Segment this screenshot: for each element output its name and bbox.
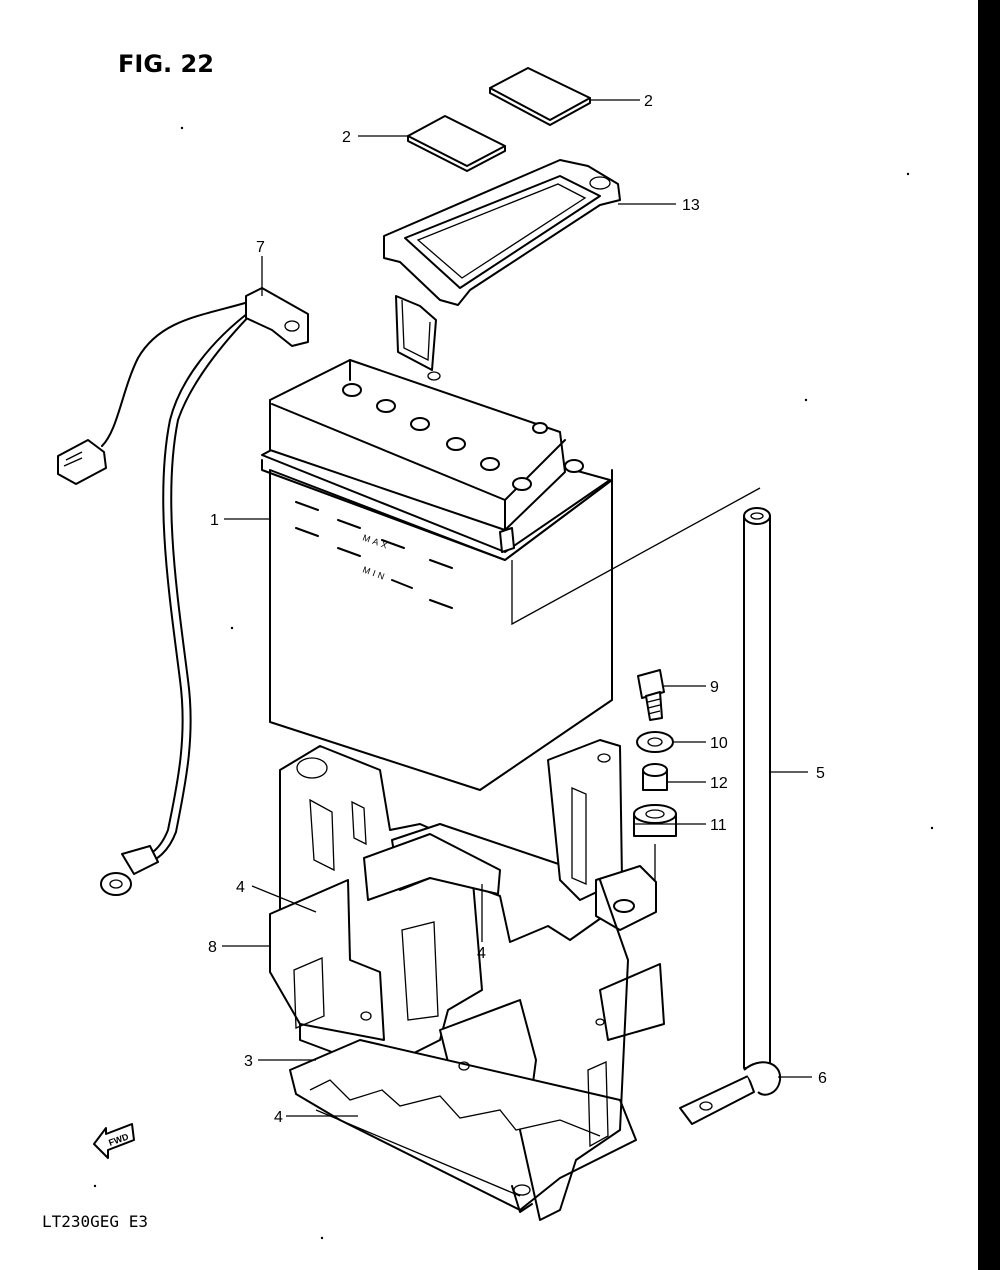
figure-title: FIG. 22 <box>118 50 214 78</box>
callout-6: 6 <box>818 1070 827 1087</box>
collar-part-12 <box>642 763 668 791</box>
battery-cable-part-7 <box>57 287 309 896</box>
battery-holder-part-8 <box>269 879 665 1221</box>
callout-1: 1 <box>210 512 219 529</box>
pad-part-2-lower <box>407 115 506 172</box>
callout-2-upper: 2 <box>644 93 653 110</box>
bolt-part-9 <box>637 669 665 721</box>
grommet-part-11 <box>633 804 677 880</box>
callout-4-bottom: 4 <box>274 1109 283 1126</box>
callout-5: 5 <box>816 765 825 782</box>
callout-9: 9 <box>710 679 719 696</box>
callout-13: 13 <box>682 197 700 214</box>
callout-11: 11 <box>710 817 727 834</box>
callout-8: 8 <box>208 939 217 956</box>
pad-part-2-upper <box>489 67 591 126</box>
battery-part-1: MAX MIN <box>261 359 761 791</box>
callout-4-left: 4 <box>236 879 245 896</box>
page-edge-bar <box>978 0 1000 1270</box>
callout-10: 10 <box>710 735 728 752</box>
model-code: LT230GEG E3 <box>42 1212 148 1231</box>
leader-lines <box>222 99 812 1117</box>
callout-7: 7 <box>256 239 265 256</box>
forward-direction-arrow: FWD <box>93 1123 135 1159</box>
callout-3: 3 <box>244 1053 253 1070</box>
scan-specks <box>93 126 934 1240</box>
breather-tube-part-5 <box>743 507 771 1069</box>
battery-holder-bracket-part-13 <box>383 159 621 381</box>
callout-12: 12 <box>710 775 728 792</box>
callout-2-lower: 2 <box>342 129 351 146</box>
callout-labels: 2 2 13 7 1 9 10 5 12 11 4 8 4 3 6 4 <box>208 93 827 1126</box>
level-dashes <box>295 501 453 609</box>
washer-part-10 <box>636 731 674 753</box>
callout-4-center: 4 <box>477 945 486 962</box>
tube-clamp-part-6 <box>679 1061 782 1125</box>
battery-terminals <box>342 383 584 491</box>
